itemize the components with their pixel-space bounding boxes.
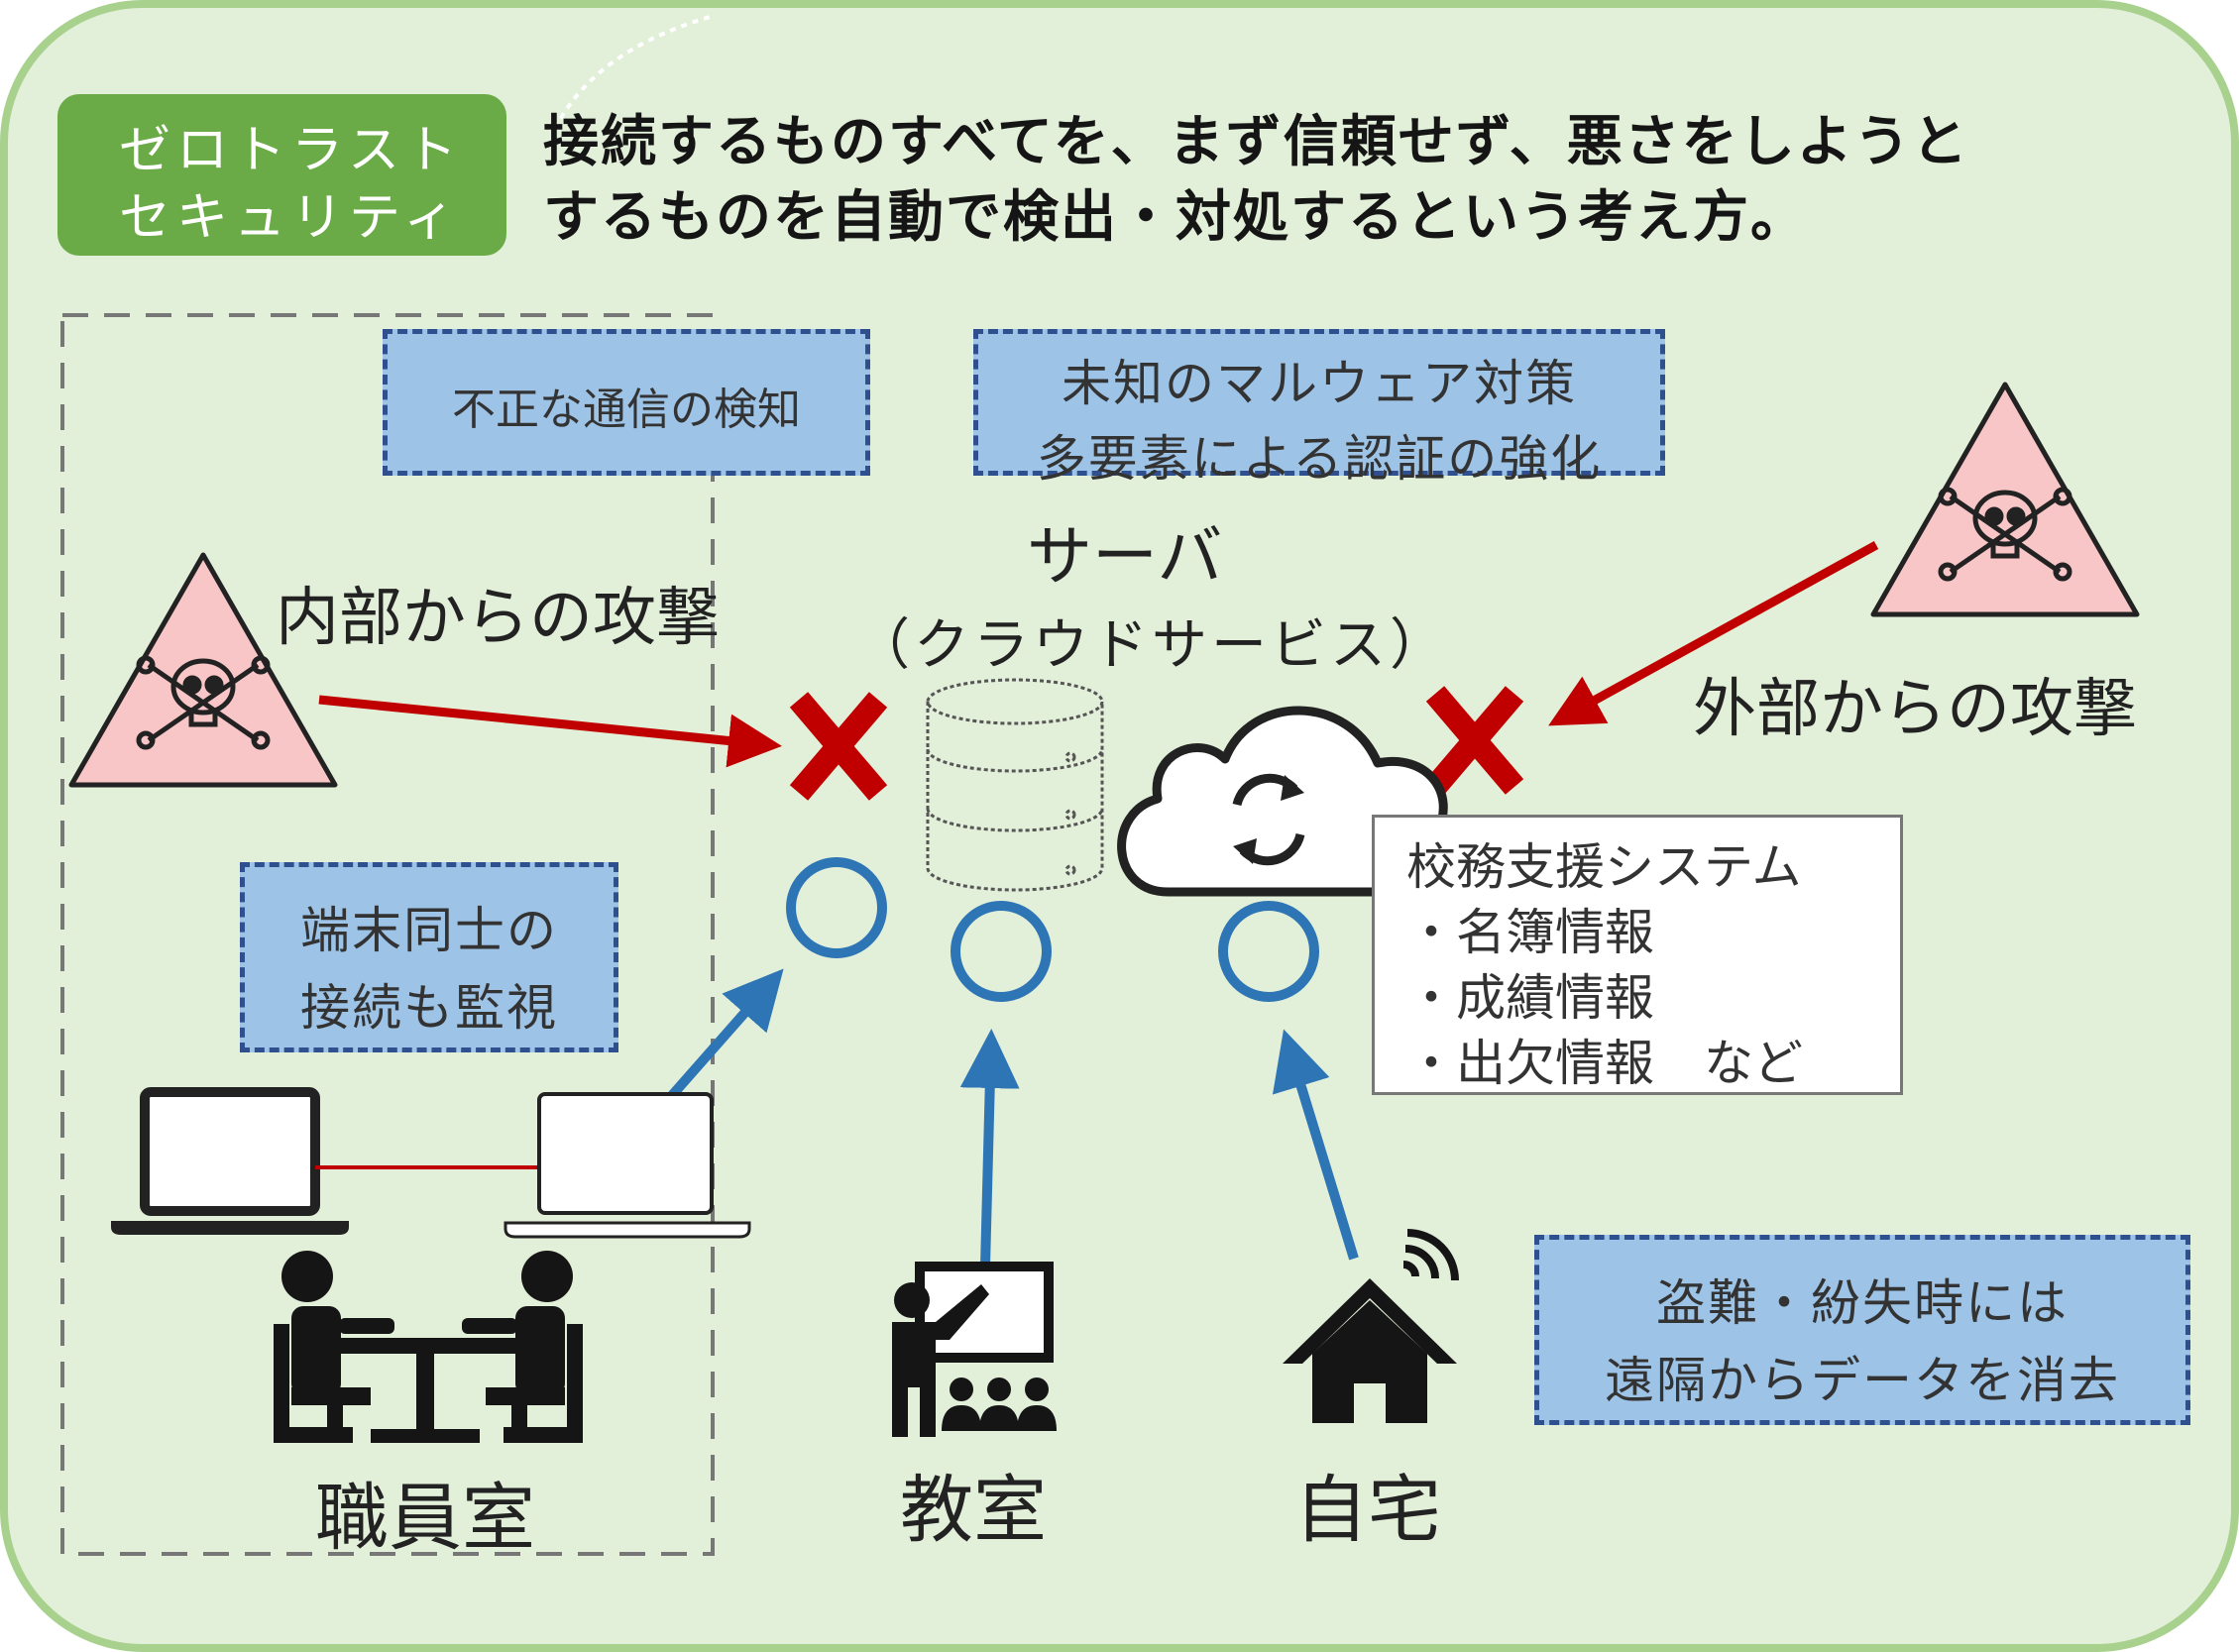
callout-text: 未知のマルウェア対策 — [1062, 355, 1577, 412]
skull-warning-icon — [68, 552, 338, 788]
classroom-label: 教室 — [900, 1468, 1047, 1553]
callout-text: 遠隔からデータを消去 — [1605, 1352, 2120, 1409]
staff-room-boundary — [60, 313, 715, 1556]
teacher-presentation-icon — [892, 1262, 1057, 1437]
server-database-icon — [926, 678, 1104, 892]
home-access-arrow — [1272, 1029, 1359, 1261]
skull-warning-icon — [1870, 382, 2140, 617]
external-attack-arrow — [1548, 541, 1879, 726]
home-label: 自宅 — [1294, 1468, 1441, 1553]
smart-home-icon — [1283, 1229, 1459, 1423]
decorative-arc — [553, 14, 715, 130]
callout-remote-wipe: 盗難・紛失時には 遠隔からデータを消去 — [1534, 1235, 2190, 1425]
callout-device-monitor: 端末同士の 接続も監視 — [240, 862, 618, 1052]
staff-room-label: 職員室 — [315, 1476, 535, 1561]
system-title: 校務支援システム — [1406, 838, 1802, 896]
allowed-circle-icon — [786, 857, 887, 958]
callout-text: 盗難・紛失時には — [1656, 1274, 2069, 1332]
blocked-x-icon — [789, 692, 888, 801]
topic-badge: ゼロトラスト セキュリティ — [57, 94, 506, 256]
callout-text: 接続も監視 — [300, 979, 558, 1037]
blocked-x-icon — [1425, 686, 1524, 795]
callout-text: 不正な通信の検知 — [452, 385, 801, 435]
allowed-circle-icon — [951, 901, 1052, 1002]
badge-line-2: セキュリティ — [119, 188, 461, 248]
system-item: ・出欠情報 など — [1406, 1035, 1803, 1092]
internal-attack-arrow — [318, 695, 782, 768]
headline-line-2: するものを自動で検出・対処するという考え方。 — [543, 185, 1808, 250]
external-attack-label: 外部からの攻撃 — [1693, 673, 2137, 746]
system-item: ・成績情報 — [1406, 969, 1654, 1027]
meeting-people-icon — [274, 1251, 583, 1443]
internal-attack-label: 内部からの攻撃 — [276, 582, 720, 655]
classroom-access-arrow — [959, 1029, 1020, 1267]
laptop-icon — [111, 1087, 349, 1235]
school-support-system-box: 校務支援システム ・名簿情報 ・成績情報 ・出欠情報 など — [1372, 815, 1903, 1095]
callout-malware-auth: 未知のマルウェア対策 多要素による認証の強化 — [973, 329, 1665, 488]
server-sublabel: （クラウドサービス） — [854, 613, 1449, 678]
allowed-circle-icon — [1218, 901, 1319, 1002]
system-item: ・名簿情報 — [1406, 904, 1654, 961]
callout-text: 多要素による認証の強化 — [1036, 430, 1603, 488]
server-label: サーバ — [1027, 518, 1223, 595]
callout-illegal-traffic: 不正な通信の検知 — [383, 329, 870, 476]
badge-line-1: ゼロトラスト — [119, 121, 463, 180]
laptop-icon — [504, 1092, 751, 1239]
headline-line-1: 接続するものすべてを、まず信頼せず、悪さをしようと — [543, 110, 1969, 174]
callout-text: 端末同士の — [300, 902, 558, 959]
